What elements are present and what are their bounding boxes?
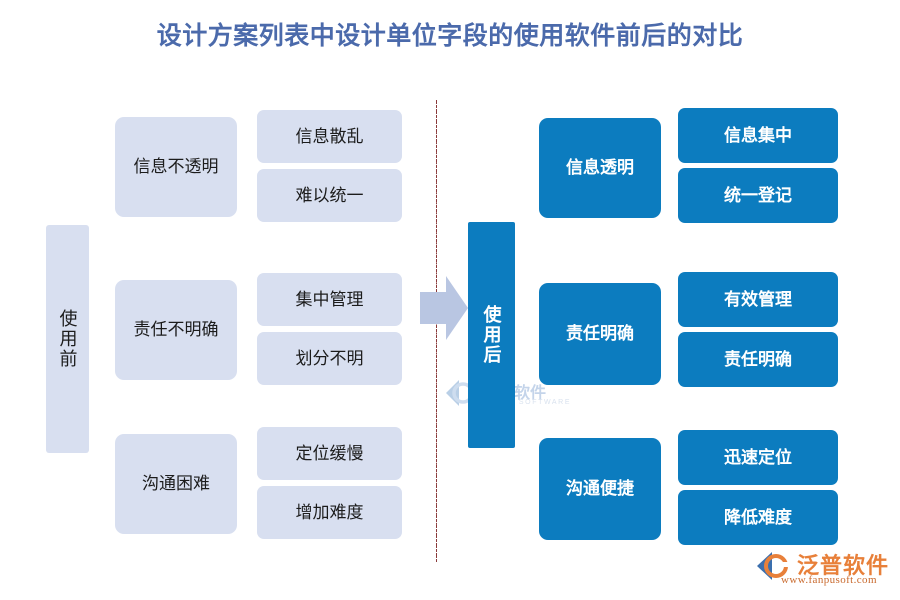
after-item-2-1[interactable]: 有效管理 bbox=[678, 272, 838, 327]
after-group-2-label: 责任明确 bbox=[566, 324, 634, 344]
before-group-1-label: 信息不透明 bbox=[133, 157, 219, 177]
before-item-1-1-label: 信息散乱 bbox=[295, 126, 364, 146]
before-group-2[interactable]: 责任不明确 bbox=[115, 280, 237, 380]
after-item-1-2-label: 统一登记 bbox=[724, 185, 792, 205]
before-item-2-1[interactable]: 集中管理 bbox=[257, 273, 402, 326]
before-phase-label: 使用前 bbox=[57, 309, 78, 369]
before-item-2-2[interactable]: 划分不明 bbox=[257, 332, 402, 385]
after-group-2[interactable]: 责任明确 bbox=[539, 283, 661, 385]
before-item-3-1[interactable]: 定位缓慢 bbox=[257, 427, 402, 480]
after-group-3[interactable]: 沟通便捷 bbox=[539, 438, 661, 540]
after-item-2-2[interactable]: 责任明确 bbox=[678, 332, 838, 387]
after-item-3-1[interactable]: 迅速定位 bbox=[678, 430, 838, 485]
transition-arrow-icon bbox=[420, 276, 468, 340]
before-item-3-2[interactable]: 增加难度 bbox=[257, 486, 402, 539]
before-group-3-label: 沟通困难 bbox=[142, 474, 210, 494]
after-group-1-label: 信息透明 bbox=[566, 158, 634, 178]
before-item-3-2-label: 增加难度 bbox=[295, 502, 364, 522]
before-group-2-label: 责任不明确 bbox=[133, 320, 219, 340]
after-item-3-2-label: 降低难度 bbox=[724, 507, 792, 527]
after-item-2-1-label: 有效管理 bbox=[724, 289, 792, 309]
before-item-1-2-label: 难以统一 bbox=[295, 185, 364, 205]
before-item-1-1[interactable]: 信息散乱 bbox=[257, 110, 402, 163]
after-item-2-2-label: 责任明确 bbox=[724, 349, 792, 369]
logo-url: www.fanpusoft.com bbox=[781, 574, 877, 586]
logo-mark-icon bbox=[757, 552, 788, 580]
before-after-divider bbox=[435, 100, 437, 562]
before-item-2-2-label: 划分不明 bbox=[295, 348, 364, 368]
before-phase-bar: 使用前 bbox=[46, 225, 89, 453]
before-item-3-1-label: 定位缓慢 bbox=[295, 443, 364, 463]
after-item-1-1[interactable]: 信息集中 bbox=[678, 108, 838, 163]
after-item-3-2[interactable]: 降低难度 bbox=[678, 490, 838, 545]
after-group-1[interactable]: 信息透明 bbox=[539, 118, 661, 218]
after-item-3-1-label: 迅速定位 bbox=[724, 447, 792, 467]
after-phase-label: 使用后 bbox=[481, 305, 502, 365]
after-group-3-label: 沟通便捷 bbox=[566, 479, 634, 499]
before-group-1[interactable]: 信息不透明 bbox=[115, 117, 237, 217]
brand-logo: 泛普软件 www.fanpusoft.com bbox=[755, 548, 895, 596]
before-item-2-1-label: 集中管理 bbox=[295, 289, 364, 309]
before-group-3[interactable]: 沟通困难 bbox=[115, 434, 237, 534]
page-title: 设计方案列表中设计单位字段的使用软件前后的对比 bbox=[156, 22, 744, 50]
logo-brand: 泛普软件 bbox=[797, 553, 890, 578]
before-item-1-2[interactable]: 难以统一 bbox=[257, 169, 402, 222]
after-item-1-1-label: 信息集中 bbox=[724, 125, 792, 145]
after-phase-bar: 使用后 bbox=[468, 222, 515, 448]
after-item-1-2[interactable]: 统一登记 bbox=[678, 168, 838, 223]
